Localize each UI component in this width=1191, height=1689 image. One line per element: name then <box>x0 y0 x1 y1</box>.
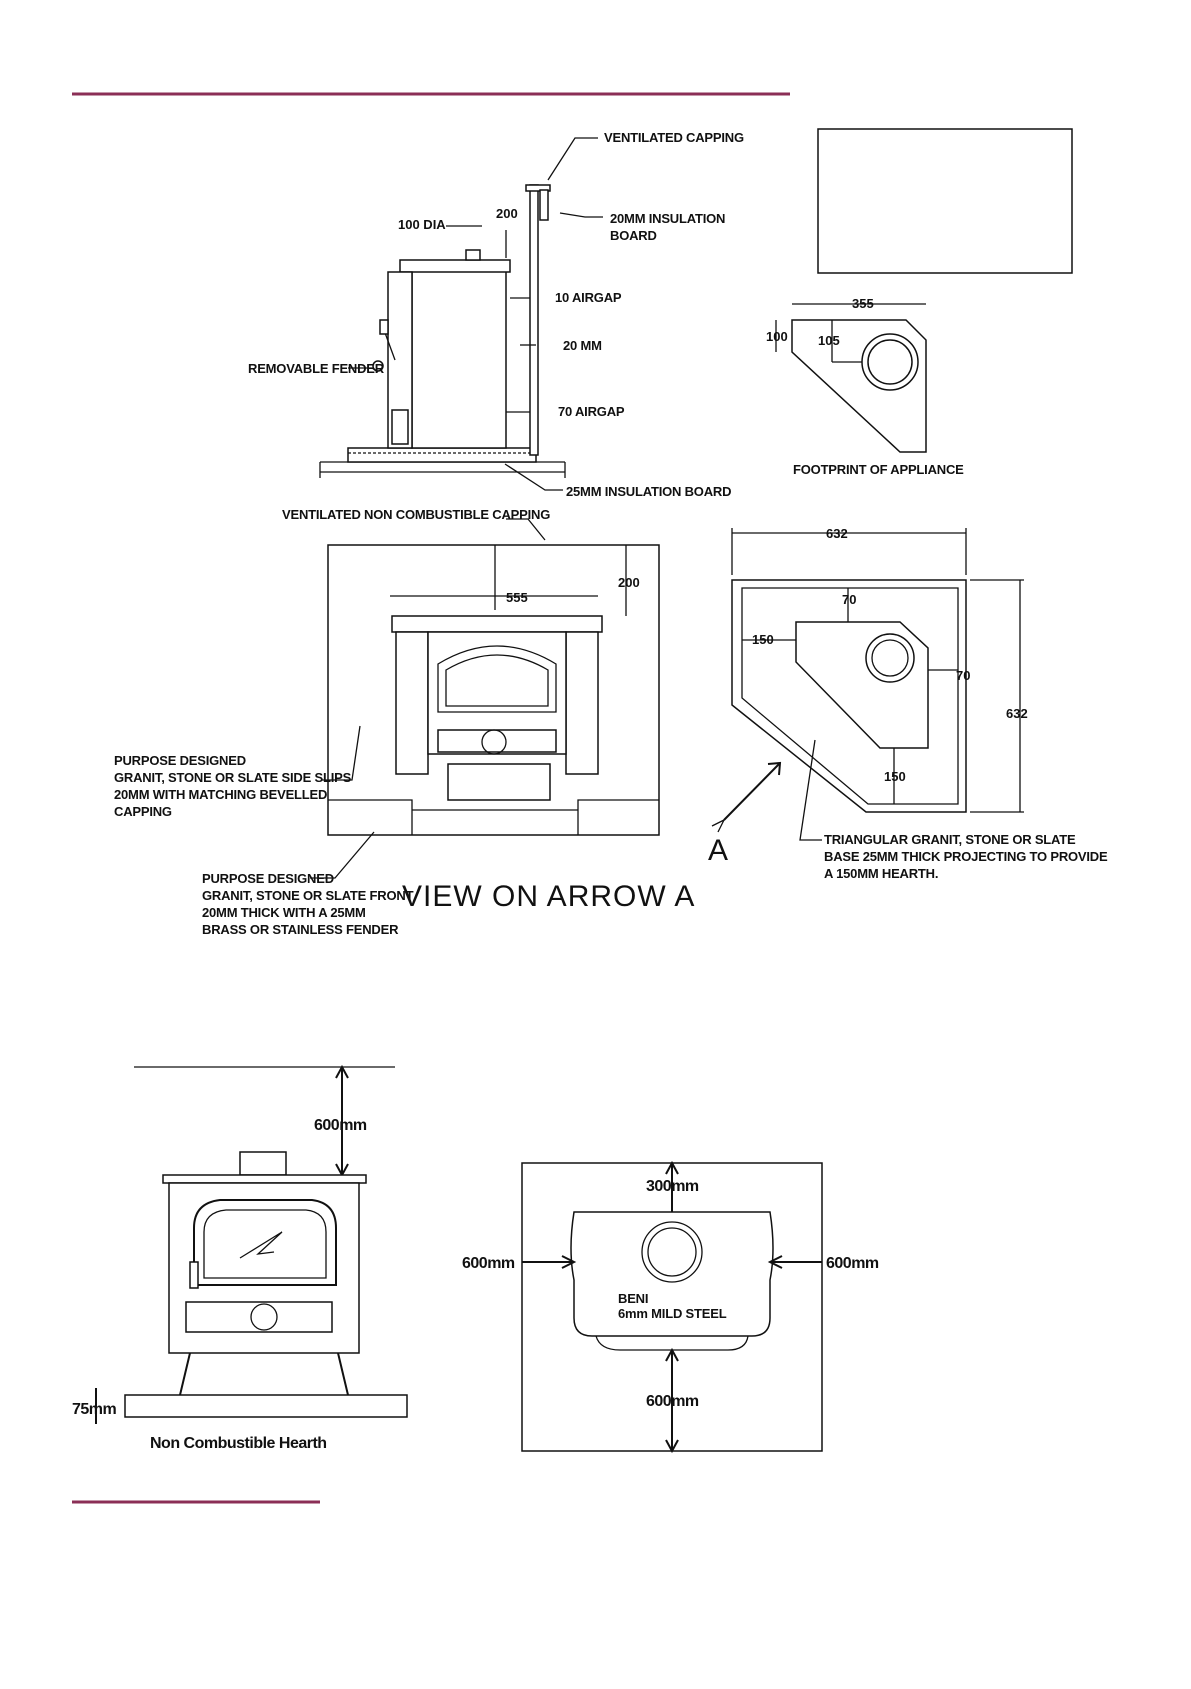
front-line-3: 20MM THICK WITH A 25MM <box>202 905 366 920</box>
dim-hearth-depth: 632 <box>1006 706 1028 721</box>
side-slips-line-2: GRANIT, STONE OR SLATE SIDE SLIPS <box>114 770 352 785</box>
label-insulation-board-1: 20MM INSULATION <box>610 211 725 226</box>
dim-flue-diameter: 100 DIA <box>398 217 446 232</box>
base-note-line-2: BASE 25MM THICK PROJECTING TO PROVIDE <box>824 849 1108 864</box>
hearth-caption: Non Combustible Hearth <box>150 1435 327 1452</box>
side-slips-line-1: PURPOSE DESIGNED <box>114 753 246 768</box>
view-title: VIEW ON ARROW A <box>402 880 695 913</box>
side-view: VENTILATED CAPPING 20MM INSULATION BOARD… <box>248 130 744 499</box>
dim-front-top-clearance: 200 <box>618 575 640 590</box>
label-removable-fender: REMOVABLE FENDER <box>248 361 385 376</box>
stove-plan-clearances: 300mm 600mm 600mm 600mm BENI 6mm MILD ST… <box>462 1160 879 1454</box>
label-ventilated-capping: VENTILATED CAPPING <box>604 130 744 145</box>
stove-front-elevation: 600mm 75mm Non Combustible Hearth <box>72 1064 408 1452</box>
dim-flue-offset: 105 <box>818 333 840 348</box>
base-note-line-3: A 150MM HEARTH. <box>824 866 938 881</box>
dim-left-clearance: 600mm <box>462 1255 515 1272</box>
label-airgap-10: 10 AIRGAP <box>555 290 622 305</box>
dim-back-gap: 70 <box>842 592 856 607</box>
side-slips-line-3: 20MM WITH MATCHING BEVELLED <box>114 787 327 802</box>
side-slips-line-4: CAPPING <box>114 804 172 819</box>
blank-box <box>817 128 1073 274</box>
dim-front-width: 555 <box>506 590 528 605</box>
dim-footprint-width: 355 <box>852 296 874 311</box>
dim-right-gap: 70 <box>956 668 970 683</box>
base-note-line-1: TRIANGULAR GRANIT, STONE OR SLATE <box>824 832 1076 847</box>
front-line-1: PURPOSE DESIGNED <box>202 871 334 886</box>
dim-front-gap: 150 <box>884 769 906 784</box>
front-line-2: GRANIT, STONE OR SLATE FRONT <box>202 888 414 903</box>
dim-hearth-width: 632 <box>826 526 848 541</box>
label-airgap-70: 70 AIRGAP <box>558 404 625 419</box>
footprint-view: 355 100 105 FOOTPRINT OF APPLIANCE <box>766 296 964 477</box>
front-view: VENTILATED NON COMBUSTIBLE CAPPING 555 2… <box>114 507 695 937</box>
front-line-4: BRASS OR STAINLESS FENDER <box>202 922 399 937</box>
label-insulation-board-2: BOARD <box>610 228 657 243</box>
dim-top-clearance: 200 <box>496 206 518 221</box>
material-line-2: 6mm MILD STEEL <box>618 1306 727 1321</box>
footprint-caption: FOOTPRINT OF APPLIANCE <box>793 462 964 477</box>
material-line-1: BENI <box>618 1291 648 1306</box>
label-capping: VENTILATED NON COMBUSTIBLE CAPPING <box>282 507 550 522</box>
dim-footprint-depth: 100 <box>766 329 788 344</box>
dim-side-gap: 150 <box>752 632 774 647</box>
label-gap-20: 20 MM <box>563 338 602 353</box>
dim-top-clearance-600: 600mm <box>314 1117 367 1134</box>
dim-rear-clearance: 300mm <box>646 1178 699 1195</box>
dim-right-clearance: 600mm <box>826 1255 879 1272</box>
label-base-insulation: 25MM INSULATION BOARD <box>566 484 731 499</box>
arrow-label-a: A <box>708 834 729 867</box>
dim-front-clearance: 600mm <box>646 1393 699 1410</box>
dim-hearth-height: 75mm <box>72 1401 117 1418</box>
hearth-plan: 632 70 150 70 150 632 A TRIANGULAR GRANI… <box>708 526 1108 881</box>
